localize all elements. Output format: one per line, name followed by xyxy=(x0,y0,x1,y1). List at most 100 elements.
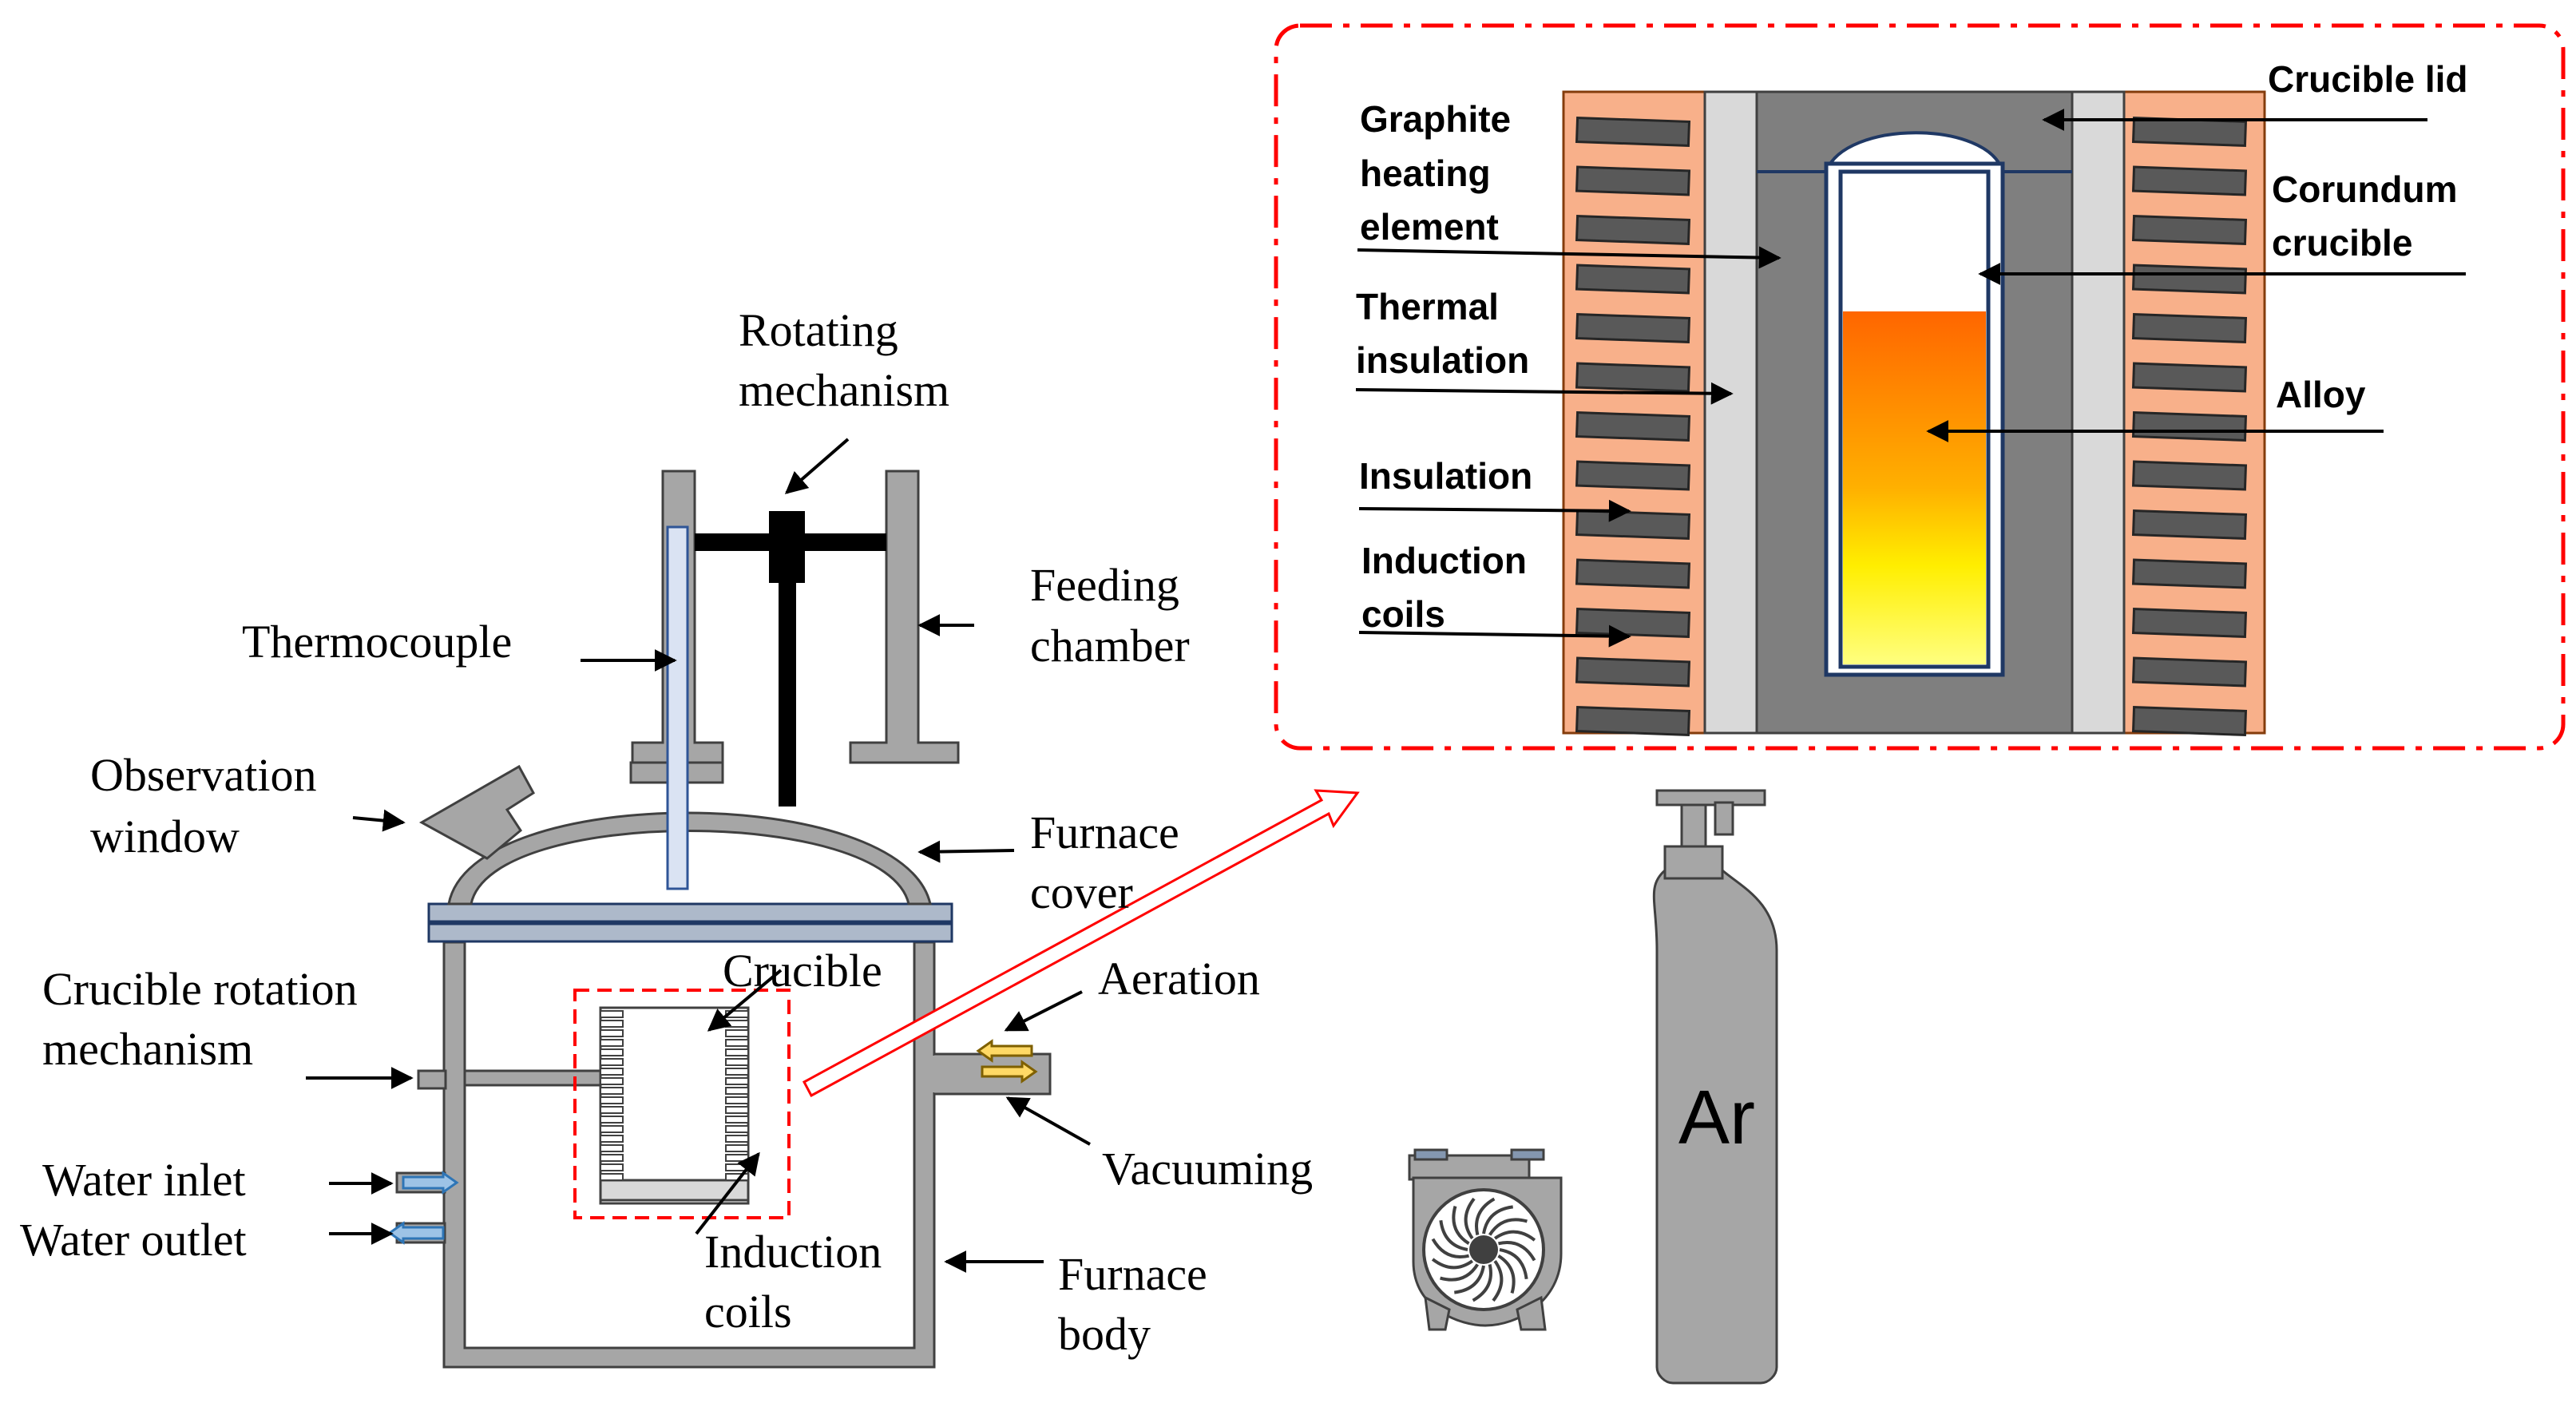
inset-coil-bar xyxy=(1575,362,1691,393)
impeller-blade xyxy=(1488,1218,1528,1236)
vacuum-pump-icon xyxy=(1408,1148,1563,1331)
label-thermocouple: Thermocouple xyxy=(242,616,512,668)
label-water-outlet: Water outlet xyxy=(20,1214,247,1266)
impeller-blade xyxy=(1431,1258,1474,1270)
inset-labels: Crucible lid Graphite heating element Co… xyxy=(1356,58,2467,635)
argon-cylinder-icon: Ar xyxy=(1652,789,1778,1385)
inset-coil-bar xyxy=(2131,215,2248,245)
impeller-blade xyxy=(1472,1264,1492,1302)
label-furnace-cover-2: cover xyxy=(1030,866,1133,918)
crucible-coil-turn xyxy=(600,1125,624,1133)
crucible-highlight-box xyxy=(573,989,791,1219)
crucible-coil-turn xyxy=(600,1048,624,1056)
impeller-blade xyxy=(1475,1197,1496,1235)
label-rotating-mechanism-2: mechanism xyxy=(739,364,949,416)
impeller-blade xyxy=(1452,1206,1470,1246)
label-feeding-chamber-1: Feeding xyxy=(1030,559,1179,611)
crucible-coil-turn xyxy=(600,1163,624,1171)
inset-coil-bar xyxy=(2131,313,2248,343)
crucible-coil-turn xyxy=(725,1077,749,1085)
label-furnace-body-2: body xyxy=(1058,1308,1151,1360)
inset-coil-bar xyxy=(1575,656,1691,688)
crucible-coil-turn xyxy=(600,1154,624,1162)
label-corundum-2: crucible xyxy=(2272,222,2412,264)
inset-coil-bar xyxy=(2131,264,2248,295)
crucible-coils-left xyxy=(600,1010,624,1181)
inset-dashed-frame xyxy=(1274,23,2566,751)
inset-coil-bar xyxy=(1575,313,1691,343)
crucible-coil-turn xyxy=(600,1010,624,1018)
label-observation-window-2: window xyxy=(90,810,240,862)
crucible-coil-turn xyxy=(725,1068,749,1076)
thermocouple-rod xyxy=(666,525,689,890)
crucible-coil-turn xyxy=(600,1116,624,1124)
water-outlet-arrow-icon xyxy=(387,1221,445,1245)
inset-coil-bar xyxy=(1575,558,1691,589)
impeller-blade xyxy=(1431,1238,1469,1258)
impeller-blade xyxy=(1493,1230,1536,1242)
impeller-blade xyxy=(1498,1241,1536,1262)
label-alloy: Alloy xyxy=(2276,374,2366,415)
label-aeration: Aeration xyxy=(1098,953,1260,1005)
label-graphite-1: Graphite xyxy=(1360,98,1511,140)
inset-coil-bar xyxy=(2131,656,2248,688)
impeller-blade xyxy=(1482,1205,1513,1235)
vacuum-arrow-icon xyxy=(981,1060,1038,1084)
inset-coils-left xyxy=(1575,117,1691,736)
impeller-blade xyxy=(1499,1248,1528,1279)
label-water-inlet: Water inlet xyxy=(42,1154,246,1206)
inset-coil-bar xyxy=(2131,117,2248,147)
crucible-coil-turn xyxy=(600,1077,624,1085)
impeller-blade xyxy=(1492,1259,1504,1302)
alloy-melt xyxy=(1843,311,1986,664)
crucible-coil-turn xyxy=(600,1135,624,1143)
furnace-body xyxy=(387,941,1052,1369)
observation-window-shape xyxy=(418,764,535,860)
inset-coil-bar xyxy=(2131,706,2248,736)
label-crucible-rotation-1: Crucible rotation xyxy=(42,963,358,1015)
zoom-arrow-icon xyxy=(802,789,1360,1098)
crucible-coil-turn xyxy=(725,1020,749,1028)
crucible-coil-turn xyxy=(725,1029,749,1037)
furnace-flange xyxy=(427,902,953,943)
label-observation-window-1: Observation xyxy=(90,749,317,801)
label-inset-induction-1: Induction xyxy=(1361,540,1527,581)
crucible-coil-turn xyxy=(600,1144,624,1152)
label-induction-coils-1: Induction xyxy=(704,1226,882,1278)
crucible-coil-turn xyxy=(725,1058,749,1066)
inset-coil-bar xyxy=(1575,460,1691,491)
crucible-coil-turn xyxy=(600,1039,624,1047)
crucible-coil-turn xyxy=(725,1087,749,1095)
impeller-blade xyxy=(1439,1220,1468,1251)
crucible-coil-turn xyxy=(600,1096,624,1104)
crucible-coil-turn xyxy=(725,1154,749,1162)
crucible-coil-turn xyxy=(725,1039,749,1047)
crucible-coil-turn xyxy=(725,1144,749,1152)
inset-coil-bar xyxy=(2131,411,2248,442)
crucible-coil-turn xyxy=(600,1106,624,1114)
inset-coil-bar xyxy=(1575,264,1691,295)
label-furnace-cover-1: Furnace xyxy=(1030,807,1179,858)
inset-coil-bar xyxy=(1575,706,1691,736)
label-crucible-lid: Crucible lid xyxy=(2268,58,2467,100)
crucible-coil-turn xyxy=(600,1058,624,1066)
rotating-mechanism-block xyxy=(769,511,805,583)
label-crucible: Crucible xyxy=(723,945,882,997)
feeding-chamber xyxy=(629,470,960,890)
inset-coil-bar xyxy=(1575,215,1691,245)
inset-coil-bar xyxy=(2131,165,2248,196)
inset-coil-bar xyxy=(1575,608,1691,638)
aeration-arrow-icon xyxy=(976,1039,1033,1063)
label-corundum-1: Corundum xyxy=(2272,168,2458,210)
inset-coil-bar xyxy=(1575,117,1691,147)
label-vacuuming: Vacuuming xyxy=(1102,1143,1313,1195)
crucible-coil-turn xyxy=(725,1048,749,1056)
inset-coil-bar xyxy=(1575,509,1691,540)
argon-label: Ar xyxy=(1678,1075,1755,1160)
label-rotating-mechanism-1: Rotating xyxy=(739,304,898,356)
furnace-cover xyxy=(418,764,932,906)
label-feeding-chamber-2: chamber xyxy=(1030,620,1190,672)
inset-coil-bar xyxy=(2131,608,2248,638)
label-thermal-insulation-1: Thermal xyxy=(1356,286,1499,327)
